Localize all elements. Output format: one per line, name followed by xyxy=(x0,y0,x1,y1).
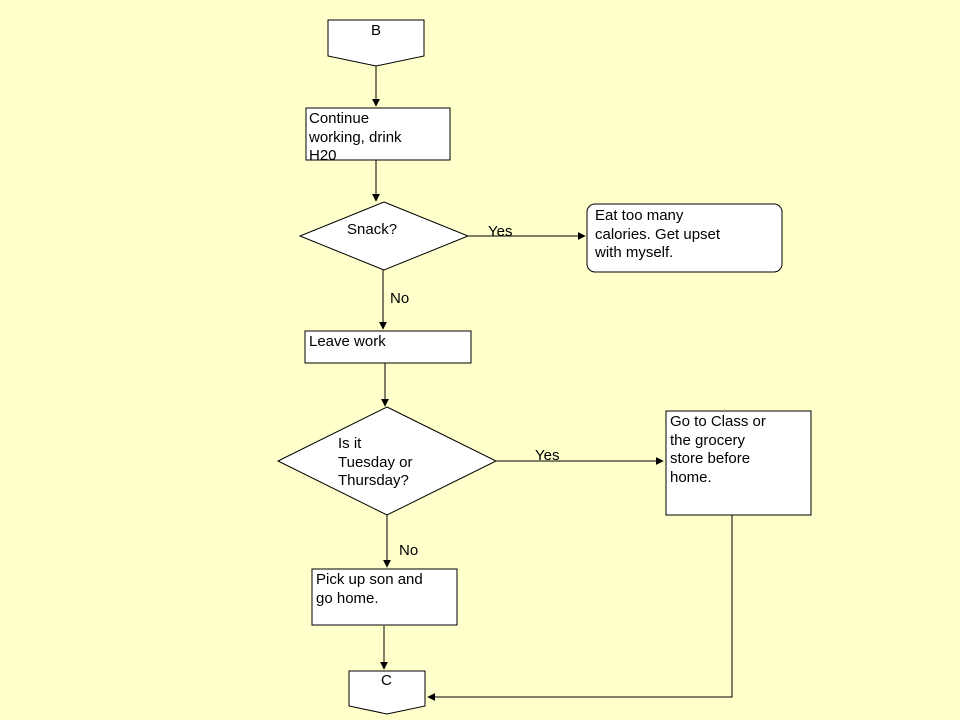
snack-yes-label: Yes xyxy=(488,223,513,240)
eat-too-many-box xyxy=(586,203,783,273)
connector-c-label: C xyxy=(381,672,392,689)
go-to-class-box xyxy=(665,410,812,516)
leave-work-box xyxy=(304,330,472,364)
edge-class-to-c xyxy=(427,515,733,701)
tue-thu-no-label: No xyxy=(399,542,419,559)
connector-b-shape xyxy=(327,19,425,67)
pick-up-son-label: Pick up son and go home. xyxy=(316,571,423,607)
pick-up-son-box xyxy=(311,568,458,626)
eat-too-many-label: Eat too many calories. Get upset with my… xyxy=(595,207,721,261)
leave-work-label: Leave work xyxy=(309,333,386,350)
connector-b-label: B xyxy=(371,22,382,39)
snack-no-label: No xyxy=(390,290,410,307)
snack-decision-diamond xyxy=(298,201,470,271)
go-to-class-label: Go to Class or the grocery store before … xyxy=(670,413,766,486)
connector-c-shape xyxy=(348,670,426,715)
tue-thu-yes-label: Yes xyxy=(535,447,560,464)
snack-decision-label: Snack? xyxy=(347,221,398,238)
tue-thu-decision-label: Is it Tuesday or Thursday? xyxy=(338,435,413,489)
continue-working-box xyxy=(305,107,451,161)
continue-working-label: Continue working, drink H20 xyxy=(309,110,402,164)
